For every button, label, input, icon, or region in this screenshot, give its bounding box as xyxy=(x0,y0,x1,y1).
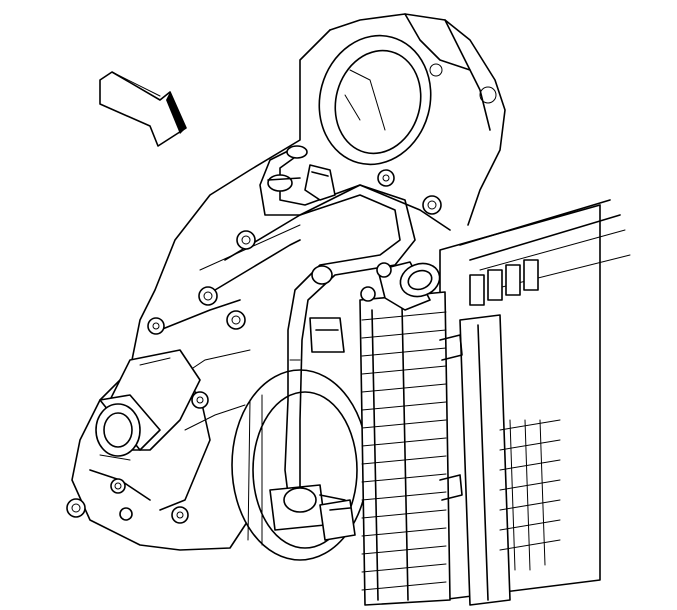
lower-clip xyxy=(269,484,346,531)
bolt xyxy=(171,506,189,524)
bolt xyxy=(119,507,133,521)
direction-arrow xyxy=(99,71,187,147)
radiator-inlet-neck xyxy=(360,261,441,311)
pipe-clips xyxy=(269,164,346,531)
bolt xyxy=(191,391,209,409)
middle-clip xyxy=(309,317,345,353)
bolt xyxy=(198,286,218,306)
throttle-body-opening xyxy=(318,34,432,166)
bolt xyxy=(226,310,246,330)
bolt xyxy=(66,498,86,518)
radiator-hose-connector xyxy=(319,499,356,541)
radiator-core xyxy=(359,291,451,606)
bolt xyxy=(377,169,395,187)
thermostat-housing-outlet xyxy=(95,349,201,457)
bolt xyxy=(147,317,165,335)
upper-clip xyxy=(304,164,336,201)
bolt xyxy=(110,478,126,494)
mounting-bolts xyxy=(66,169,442,524)
bolt xyxy=(236,230,256,250)
radiator xyxy=(359,199,631,606)
coolant-bypass-pipe xyxy=(259,145,416,511)
bolt xyxy=(422,195,442,215)
